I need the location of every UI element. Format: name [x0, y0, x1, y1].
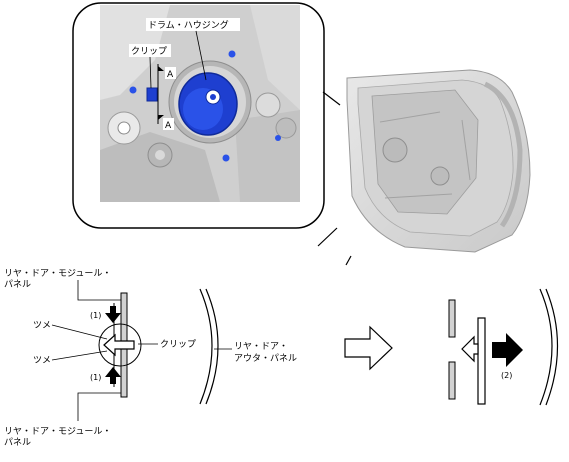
section-mark-a-bottom: A [165, 121, 172, 131]
callout-line-lower [317, 227, 338, 247]
clip-section-label: クリップ [160, 339, 196, 350]
detail-callout: ドラム・ハウジング クリップ A A [72, 2, 325, 229]
section-before: リヤ・ドア・モジュール・ パネル (1) ツメ ツメ (1) クリップ リヤ・ド… [4, 269, 297, 448]
clip-part [146, 87, 158, 102]
clip-shape-before [103, 333, 135, 357]
section-mark-a-top: A [167, 70, 174, 80]
clip-leader [149, 56, 152, 89]
module-panel-bottom-leader [77, 392, 121, 421]
pull-arrow [492, 333, 523, 367]
drum-housing-label: ドラム・ハウジング [148, 19, 229, 31]
callout-line-upper [322, 91, 341, 106]
clip-detail-circle [98, 323, 142, 367]
outer-panel-label-2: アウタ・パネル [234, 353, 297, 364]
claw-upper-leader [51, 324, 108, 340]
transition-arrow [344, 325, 393, 371]
drum-housing-leader [195, 30, 207, 81]
module-panel-strip-lower [448, 361, 456, 400]
outer-panel-arc [199, 288, 213, 405]
step1-upper-label: (1) [90, 311, 101, 320]
clip-plate [477, 317, 486, 405]
push-arrow-down [105, 306, 121, 323]
outer-panel-arc-after [539, 288, 553, 406]
rear-door-illustration [346, 69, 531, 253]
step2-label: (2) [501, 371, 512, 380]
module-panel-top-label-2: パネル [4, 279, 31, 290]
step1-lower-label: (1) [90, 373, 101, 382]
claw-lower-leader [51, 350, 108, 361]
outer-panel-label-1: リヤ・ドア・ [234, 342, 288, 352]
clip-label-detail: クリップ [131, 46, 167, 57]
module-panel-bottom-label-2: パネル [4, 437, 31, 448]
push-arrow-up [105, 367, 121, 384]
section-after: (2) [448, 288, 559, 406]
callout-tick [345, 255, 352, 266]
module-panel-top-label-1: リヤ・ドア・モジュール・ [4, 269, 111, 279]
detail-photo [100, 5, 300, 202]
module-panel-bottom-label-1: リヤ・ドア・モジュール・ [4, 427, 111, 437]
clip-shape-after [461, 335, 479, 363]
claw-lower-label: ツメ [33, 356, 51, 366]
module-panel-strip-upper [448, 299, 456, 338]
module-panel-top-leader [77, 280, 121, 301]
claw-upper-label: ツメ [33, 321, 51, 331]
